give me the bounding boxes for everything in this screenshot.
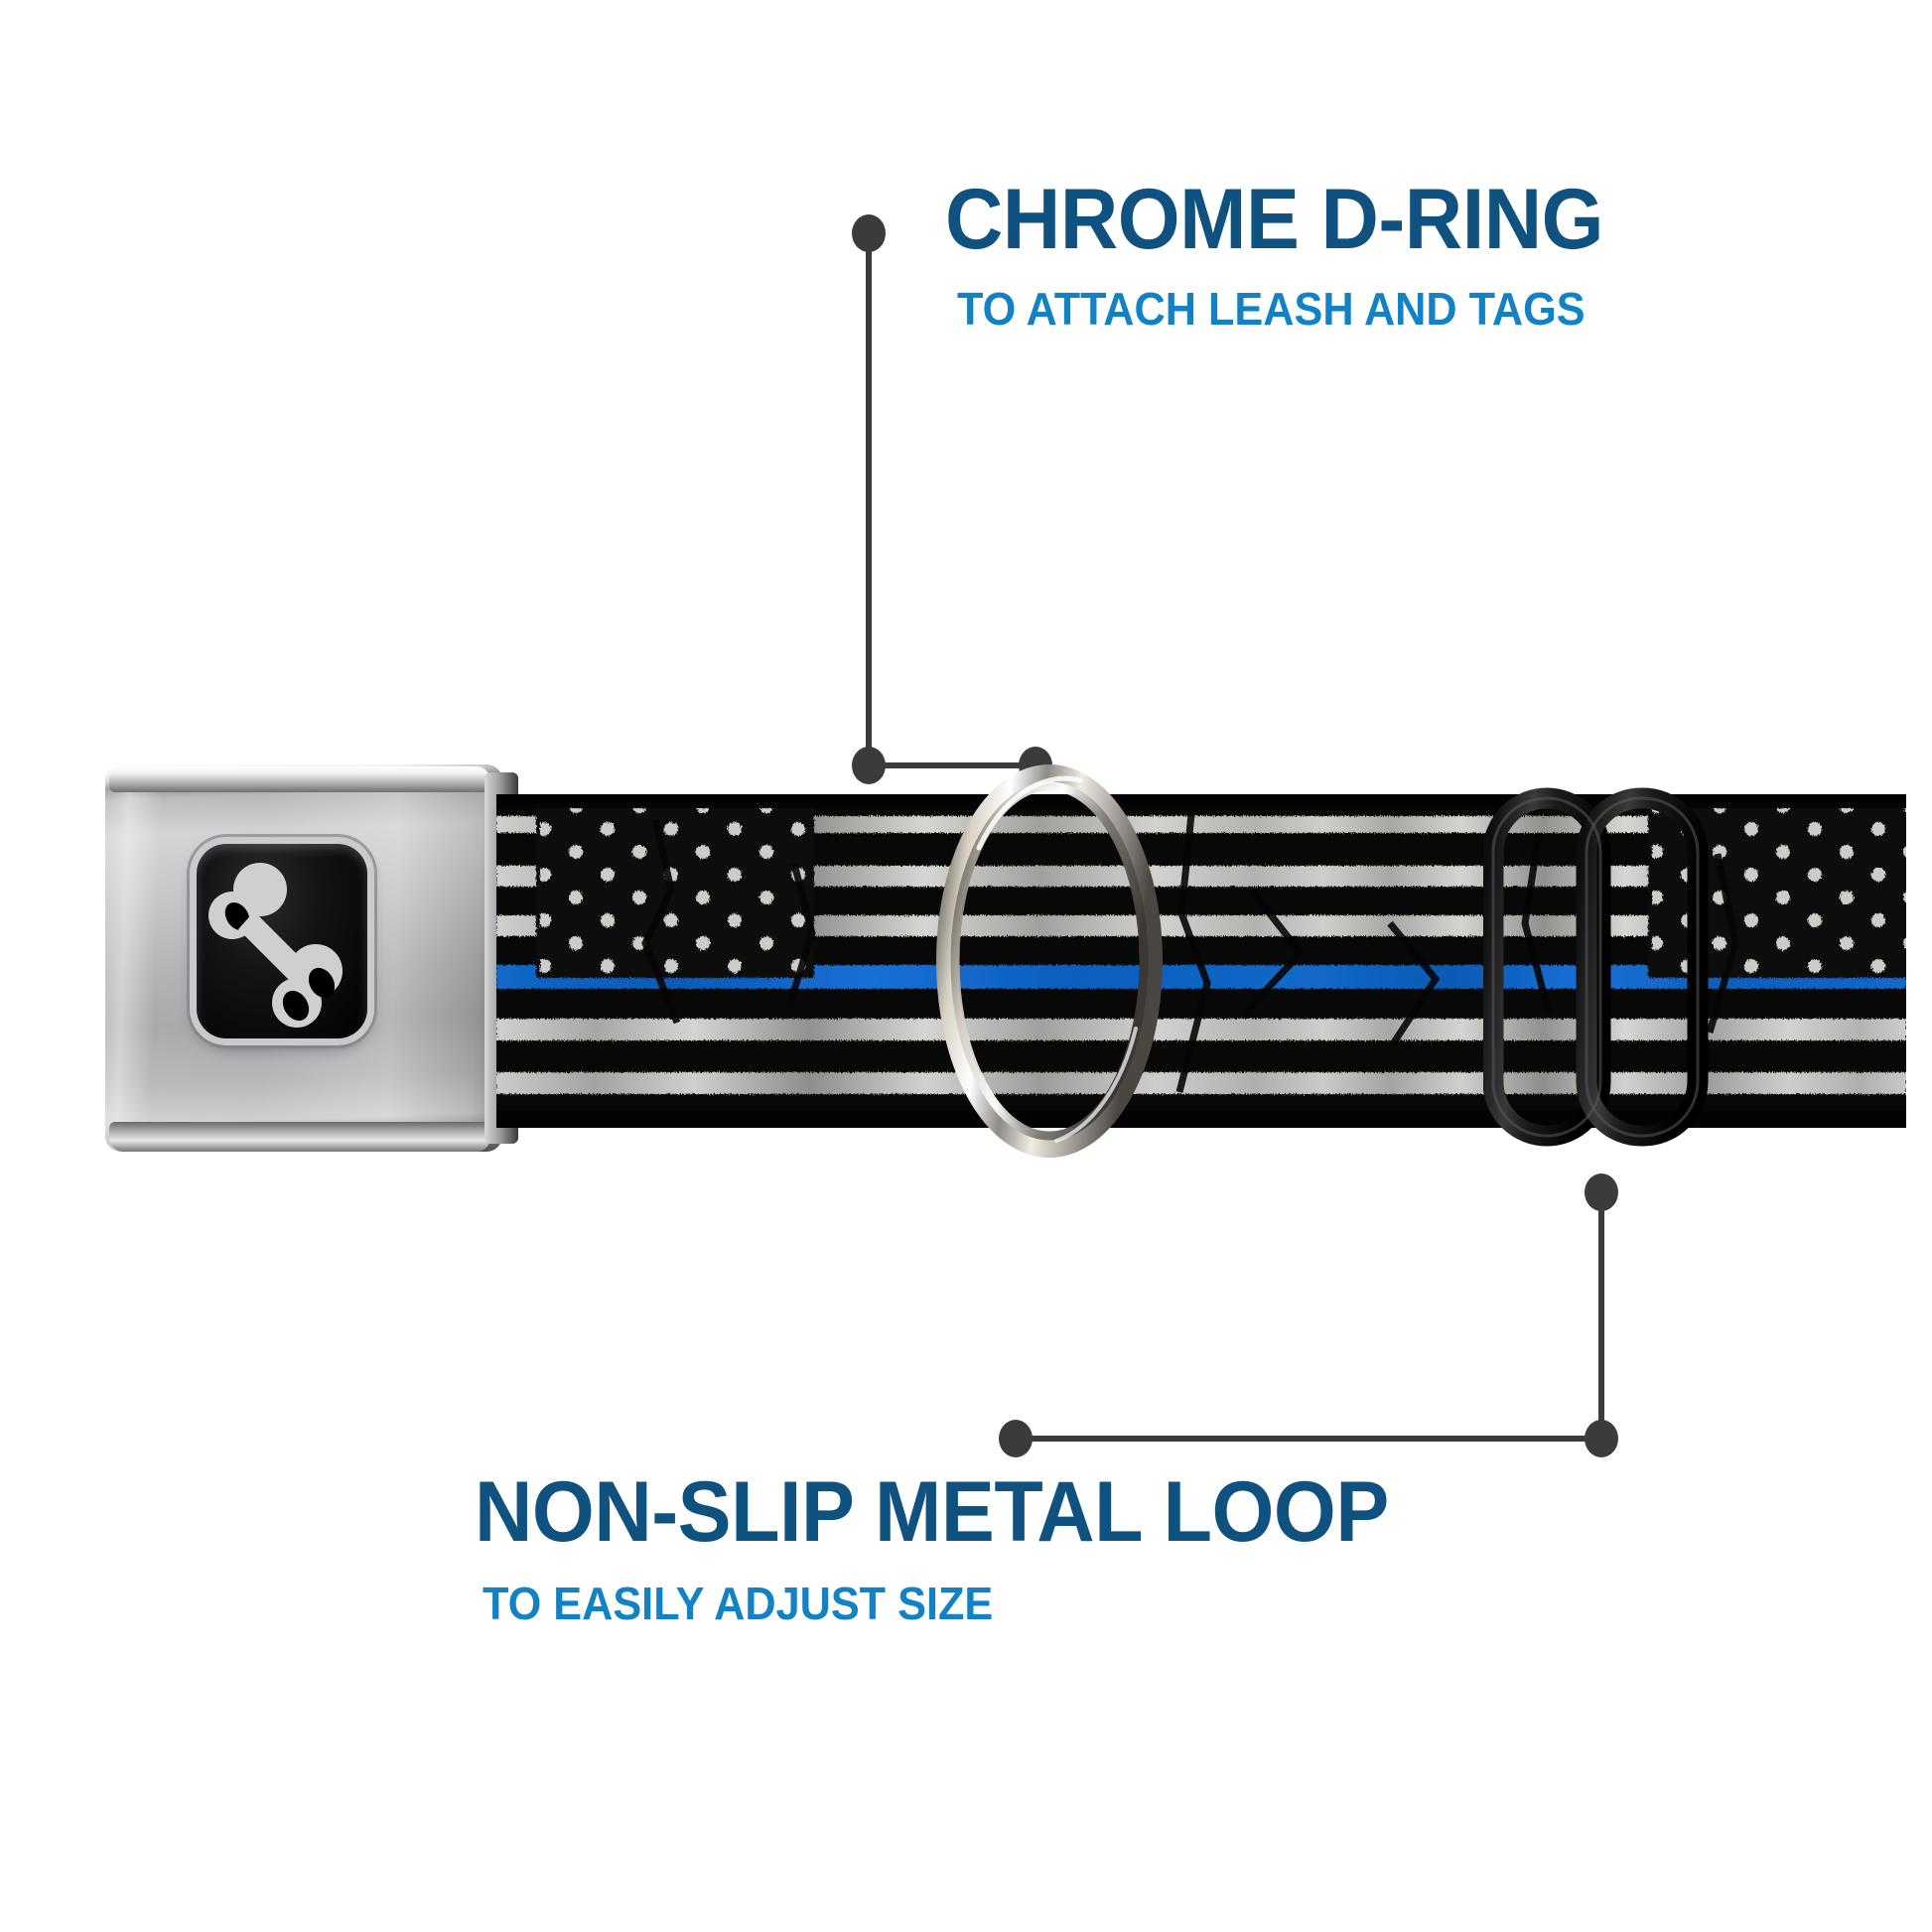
non-slip-metal-loop xyxy=(1483,784,1710,1148)
callout-subtitle-chrome-d-ring: TO ATTACH LEASH AND TAGS xyxy=(957,283,1586,335)
buckle-bottom-edge xyxy=(109,1122,490,1152)
callout-title-chrome-d-ring: CHROME D-RING xyxy=(945,172,1604,267)
leader-dot-top-anchor xyxy=(852,214,886,252)
dog-bone-icon xyxy=(208,863,343,1028)
leader-horizontal-metal-loop xyxy=(1015,1436,1596,1442)
leader-vertical-chrome-d-ring xyxy=(866,246,872,753)
chrome-d-ring xyxy=(931,762,1168,1160)
callout-subtitle-non-slip-metal-loop: TO EASILY ADJUST SIZE xyxy=(483,1578,994,1629)
leader-dot-metal-loop-target xyxy=(1585,1173,1618,1211)
buckle-top-edge xyxy=(109,766,490,792)
callout-non-slip-metal-loop: NON-SLIP METAL LOOP TO EASILY ADJUST SIZ… xyxy=(475,1469,1448,1626)
d-ring-icon xyxy=(936,764,1163,1158)
buckle-logo-inset xyxy=(197,844,367,1038)
metal-loop-icon xyxy=(1483,787,1709,1147)
callout-chrome-d-ring: CHROME D-RING TO ATTACH LEASH AND TAGS xyxy=(945,177,1645,332)
thin-blue-line-flag-pattern xyxy=(496,794,1906,1128)
callout-title-non-slip-metal-loop: NON-SLIP METAL LOOP xyxy=(475,1464,1389,1560)
collar-strap xyxy=(496,794,1906,1128)
leader-horizontal-chrome-d-ring xyxy=(880,762,1035,768)
leader-vertical-metal-loop xyxy=(1598,1205,1604,1426)
seatbelt-buckle xyxy=(105,764,518,1152)
leader-dot-metal-loop-anchor xyxy=(999,1420,1033,1457)
